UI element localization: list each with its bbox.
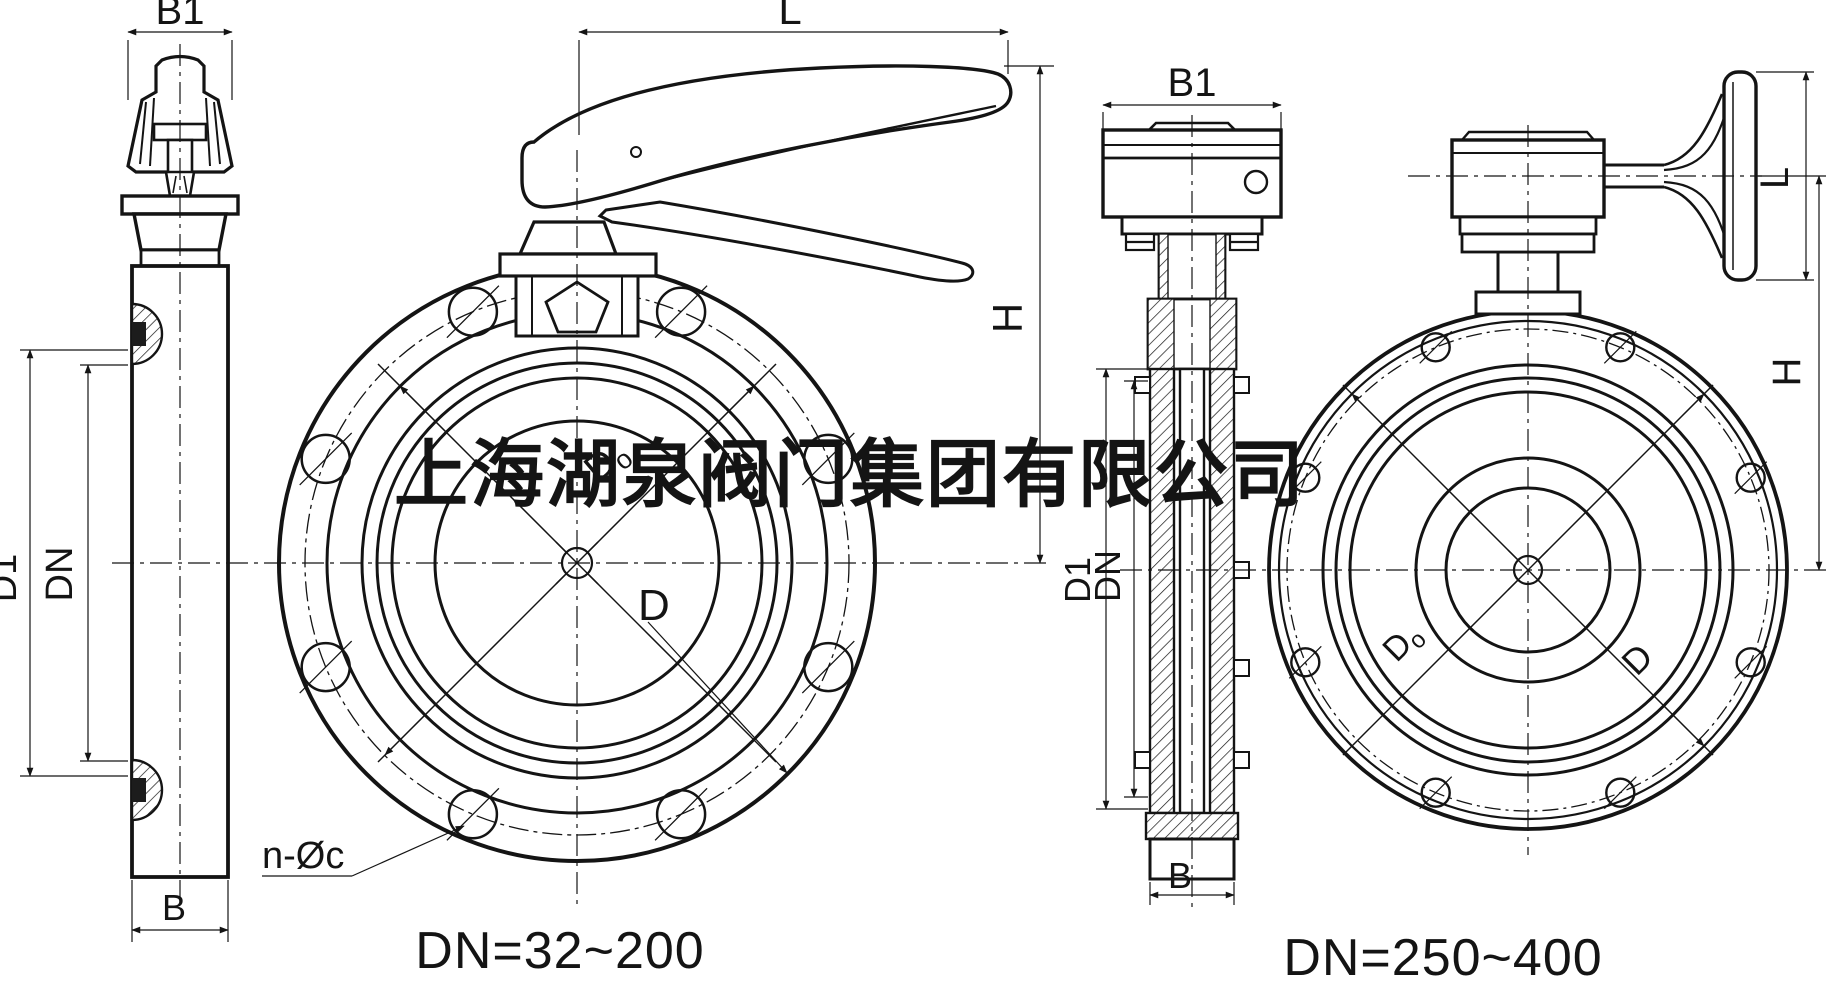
caption-dn-small: DN=32~200 [415, 922, 704, 980]
h-label-large: H [1765, 358, 1809, 387]
seat-section-hatching [130, 302, 164, 822]
mounting-plate [498, 252, 658, 278]
d-label-small: D [638, 581, 670, 630]
lever-fork-edge [663, 104, 997, 182]
company-watermark: 上海湖泉阀门集团有限公司 [394, 432, 1306, 518]
d1-label-small: D1 [0, 554, 25, 603]
handwheel-spoke [1663, 93, 1724, 167]
lever-grip-beam [520, 64, 1013, 209]
b1-label-small: B1 [156, 0, 205, 33]
lever-base [517, 220, 619, 256]
flange-bolt-holes-large [1288, 330, 1768, 810]
lever-pin-hole [630, 146, 642, 158]
lever-knob-end-view [126, 54, 234, 198]
d-label-large: D [1613, 635, 1660, 682]
l-label-large: L [1753, 167, 1797, 189]
l-label-small: L [778, 0, 801, 33]
do-label-large: Do [1375, 615, 1432, 672]
lever-trigger [597, 200, 975, 283]
caption-dn-large: DN=250~400 [1283, 929, 1602, 983]
d1-label-large: D1 [1057, 557, 1098, 603]
b1-label-large: B1 [1168, 61, 1217, 105]
captions: DN=32~200 DN=250~400 [415, 922, 1602, 983]
dn-label-large: DN [1087, 550, 1128, 602]
wafer-body-section [1134, 367, 1250, 881]
flange-bolt-holes [299, 285, 855, 841]
b-label-small: B [162, 887, 186, 928]
h-label-small: H [984, 303, 1031, 333]
bolt-callout-leader [351, 825, 465, 877]
b-label-large: B [1168, 855, 1192, 896]
gearbox-shaft-hole [1243, 169, 1269, 195]
dimensions [20, 28, 1826, 942]
dn-label-small: DN [39, 547, 81, 602]
handwheel-spoke [1663, 185, 1724, 259]
mount-bolts [1124, 232, 1260, 252]
centerlines [112, 44, 1826, 908]
bolt-count-label: n-Øc [262, 835, 344, 877]
d-leader-line [647, 621, 788, 774]
